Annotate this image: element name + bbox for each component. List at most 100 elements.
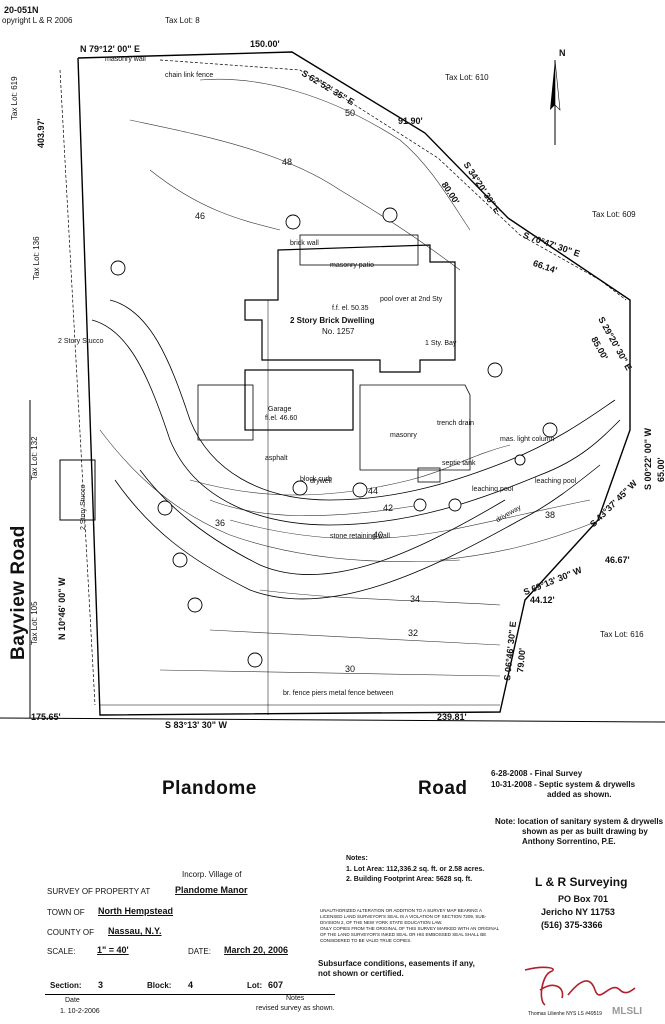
fence-between-label: br. fence piers metal fence between <box>283 690 394 697</box>
tax-lot-610: Tax Lot: 610 <box>445 73 489 82</box>
lot-value: 607 <box>268 980 284 990</box>
septic-tank-box <box>417 467 441 483</box>
light-column-label: mas. light column <box>500 436 555 443</box>
revision-notes-value: revised survey as shown. <box>256 1005 335 1012</box>
copyright-text: opyright L & R 2006 <box>2 16 73 25</box>
distance-west-top: 403.97' <box>36 118 46 148</box>
dwelling-footprint <box>244 244 456 373</box>
legal-line-5: OF THE LAND SURVEYOR'S INKED SEAL OR HIS… <box>320 932 487 937</box>
bearing-south: S 83°13' 30" W <box>165 720 228 730</box>
tax-lot-136: Tax Lot: 136 <box>32 236 41 280</box>
stucco-west-label: 2 Story Stucco <box>80 484 87 530</box>
legal-line-3: DIVISION 2, OF THE NEW YORK STATE EDUCAT… <box>320 920 443 925</box>
plandome-road-label-right: Road <box>418 778 468 799</box>
distance-ne1: 91.90' <box>398 116 423 126</box>
block-value: 4 <box>188 980 194 990</box>
leaching-pool-label-2: leaching pool <box>535 478 577 485</box>
masonry-wall-label: masonry wall <box>105 56 146 63</box>
final-survey-note: 6-28-2008 - Final Survey <box>491 769 583 778</box>
contour-50 <box>199 79 471 231</box>
ff-elevation: f.f. el. 50.35 <box>332 305 369 312</box>
distance-se1: 46.67' <box>605 555 630 565</box>
leaching-pool-label: leaching pool <box>472 486 514 493</box>
tax-lot-132: Tax Lot: 132 <box>30 436 39 480</box>
trench-drain-label: trench drain <box>437 420 474 427</box>
plandome-road-edge <box>0 717 665 723</box>
masonry-terrace-outline <box>359 384 471 471</box>
legal-text: UNAUTHORIZED ALTERATION OR ADDITION TO A… <box>320 908 499 944</box>
block-curb-label: block curb <box>300 476 332 483</box>
section-label: Section: <box>50 981 82 990</box>
block-label: Block: <box>147 981 172 990</box>
septic-note-line1: 10-31-2008 - Septic system & drywells <box>491 780 636 789</box>
location-note-line1: Note: location of sanitary system & dryw… <box>495 817 664 826</box>
contour-44 <box>189 444 511 496</box>
contour-48 <box>129 119 461 271</box>
survey-of-label: SURVEY OF PROPERTY AT <box>47 887 151 896</box>
company-address-1: PO Box 701 <box>558 894 609 904</box>
septic-note-line2: added as shown. <box>547 790 612 799</box>
chain-fence-label: chain link fence <box>165 72 214 79</box>
subsurface-line2: not shown or certified. <box>318 969 404 978</box>
north-arrow-label: N <box>559 48 566 58</box>
incorp-village-label: Incorp. Village of <box>182 870 242 879</box>
distance-se2: 44.12' <box>530 595 555 605</box>
contour-label-46: 46 <box>195 211 206 221</box>
bearing-north: N 79°12' 00" E <box>80 44 141 54</box>
contour-42 <box>209 499 421 516</box>
masonry-area-outline <box>197 384 254 441</box>
north-arrow-icon <box>550 59 561 145</box>
plandome-road-label-left: Plandome <box>162 778 257 799</box>
contour-38 <box>439 519 601 561</box>
contour-32 <box>209 629 501 646</box>
section-value: 3 <box>98 980 104 990</box>
drywell-label: drywell <box>310 478 332 485</box>
stucco-top-label: 2 Story Stucco <box>58 338 104 345</box>
tax-lot-105: Tax Lot: 105 <box>30 601 39 645</box>
contour-label-30: 30 <box>345 664 356 674</box>
county-value: Nassau, N.Y. <box>108 926 162 936</box>
date-value: March 20, 2006 <box>224 945 289 955</box>
contour-label-36: 36 <box>215 518 226 528</box>
company-address-2: Jericho NY 11753 <box>541 907 615 917</box>
contour-34 <box>259 589 501 606</box>
masonry-patio-label: masonry patio <box>330 262 374 269</box>
lot-label: Lot: <box>247 981 263 990</box>
dwelling-number: No. 1257 <box>322 327 355 336</box>
legal-line-1: UNAUTHORIZED ALTERATION OR ADDITION TO A… <box>320 908 482 913</box>
garage-label: Garage <box>268 406 292 413</box>
surveyor-signature-icon <box>524 966 636 1006</box>
contour-40 <box>229 499 591 540</box>
survey-of-value: Plandome Manor <box>175 885 248 895</box>
mlsli-watermark: MLSLI <box>612 1006 642 1017</box>
distance-e3: 65.00' <box>656 457 665 482</box>
location-note-line3: Anthony Sorrentino, P.E. <box>522 837 616 846</box>
tax-lot-609: Tax Lot: 609 <box>592 210 636 219</box>
contour-label-50: 50 <box>345 108 356 118</box>
date-label: DATE: <box>188 947 211 956</box>
bayview-road-label: Bayview Road <box>8 525 29 660</box>
revision-date-value: 1. 10-2-2006 <box>60 1008 100 1015</box>
legal-line-2: LICENSED LAND SURVEYOR'S SEAL IS A VIOLA… <box>320 914 487 919</box>
town-label: TOWN OF <box>47 908 85 917</box>
job-number: 20-051N <box>4 5 39 15</box>
signature-caption: Thomas Lilienhe NYS LS #49519 <box>528 1011 602 1017</box>
legal-line-6: CONSIDERED TO BE VALID TRUE COPIES. <box>320 938 412 943</box>
contour-30 <box>159 669 501 677</box>
stone-wall-label: stone retaining wall <box>330 533 390 540</box>
distance-southwest: 175.65' <box>31 712 61 722</box>
location-note-line2: shown as per as built drawing by <box>522 827 648 836</box>
company-name: L & R Surveying <box>535 875 628 889</box>
one-sty-bay-label: 1 Sty. Bay <box>425 340 457 347</box>
contour-36 <box>99 429 461 563</box>
septic-tank-label: septic tank <box>442 460 476 467</box>
distance-south: 239.81' <box>437 712 467 722</box>
legal-line-4: ONLY COPIES FROM THE ORIGINAL OF THIS SU… <box>320 926 500 931</box>
company-phone: (516) 375-3366 <box>541 920 603 930</box>
town-value: North Hempstead <box>98 906 174 916</box>
stucco-building-outline <box>59 459 96 521</box>
west-wall-line <box>59 69 96 706</box>
contour-label-48: 48 <box>282 157 293 167</box>
tax-lot-616: Tax Lot: 616 <box>600 630 644 639</box>
tax-lot-8: Tax Lot: 8 <box>165 16 200 25</box>
